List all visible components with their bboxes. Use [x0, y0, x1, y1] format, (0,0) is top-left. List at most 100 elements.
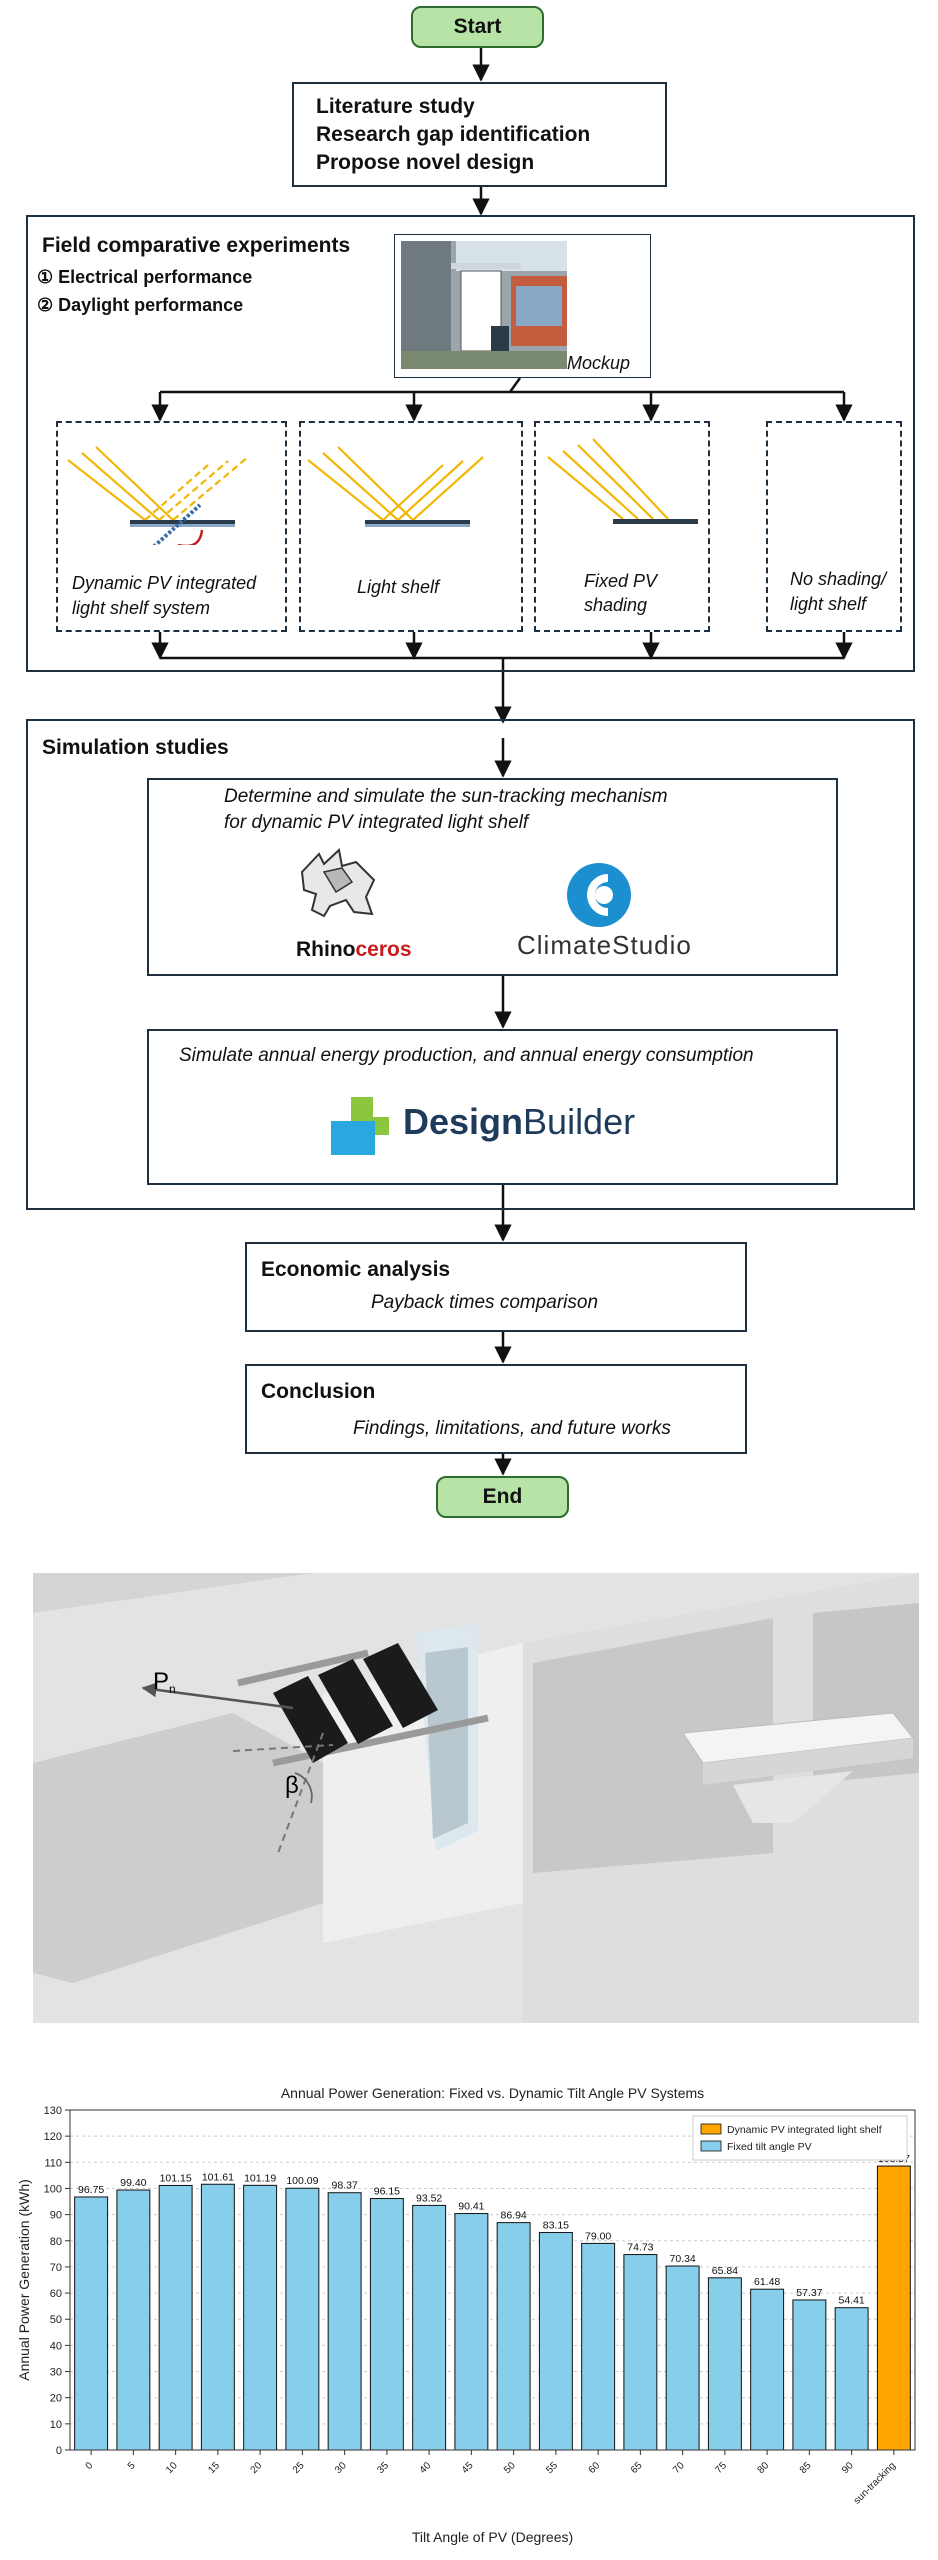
electrical-performance-item: ① Electrical performance — [37, 267, 253, 287]
y-axis-label: Annual Power Generation (kWh) — [16, 2179, 32, 2381]
bar-value-label: 70.34 — [669, 2253, 695, 2265]
flow-connectors — [151, 48, 853, 1476]
simulation-section — [26, 719, 915, 1210]
x-axis-label: Tilt Angle of PV (Degrees) — [412, 2529, 573, 2545]
conclusion-title: Conclusion — [261, 1380, 376, 1403]
bar-value-label: 99.40 — [120, 2177, 146, 2189]
plot-frame — [69, 2109, 916, 2451]
bar — [327, 2192, 362, 2451]
case-label: Light shelf — [357, 577, 440, 597]
x-tick-label: 10 — [164, 2460, 180, 2476]
x-tick-label: 20 — [249, 2460, 265, 2476]
bar — [454, 2213, 489, 2451]
case-label: Fixed PV shading — [584, 571, 658, 615]
sun-tracking-text: for dynamic PV integrated light shelf — [224, 812, 529, 833]
energy-simulation-box: Simulate annual energy production, and a… — [147, 1029, 838, 1185]
beta-angle-label: β — [285, 1772, 299, 1799]
case-no-shading: No shading/ light shelf — [766, 421, 902, 632]
x-tick-label: 50 — [502, 2460, 518, 2476]
sun-tracking-box: Determine and simulate the sun-tracking … — [147, 778, 838, 976]
case-label: light shelf — [790, 594, 867, 614]
y-tick-label: 50 — [50, 2314, 62, 2326]
case-fixed-pv: Fixed PV shading — [534, 421, 710, 632]
economic-analysis-step: Economic analysis Payback times comparis… — [245, 1242, 747, 1332]
climatestudio-logo-text: ClimateStudio — [517, 930, 692, 960]
climatestudio-logo-icon — [567, 863, 631, 927]
case-label: Dynamic PV integrated — [72, 573, 257, 593]
bar — [707, 2277, 742, 2451]
start-node: Start — [411, 6, 544, 48]
bar — [496, 2222, 531, 2451]
bar — [792, 2299, 827, 2451]
case-light-shelf: Light shelf — [299, 421, 523, 632]
annual-power-chart: Annual Power Generation: Fixed vs. Dynam… — [16, 2085, 916, 2545]
chart-title: Annual Power Generation: Fixed vs. Dynam… — [281, 2085, 704, 2101]
bar-value-label: 101.61 — [202, 2171, 234, 2183]
legend-swatch — [700, 2140, 722, 2152]
bar — [369, 2198, 404, 2451]
x-tick-label: 70 — [671, 2460, 687, 2476]
y-tick-label: 70 — [50, 2262, 62, 2274]
legend-label: Dynamic PV integrated light shelf — [727, 2124, 882, 2136]
x-tick-label: 60 — [587, 2460, 603, 2476]
bar — [412, 2204, 447, 2451]
bar — [581, 2242, 616, 2451]
bar-value-label: 96.75 — [78, 2184, 104, 2196]
step-line: Literature study — [316, 95, 475, 118]
dynamic-pv-render: Pn β — [33, 1573, 919, 2023]
bar-value-label: 90.41 — [458, 2201, 484, 2213]
field-experiments-section — [26, 215, 915, 672]
x-tick-label: 35 — [375, 2460, 391, 2476]
economic-subtitle: Payback times comparison — [371, 1292, 599, 1313]
x-tick-label: 0 — [84, 2460, 96, 2472]
bar-value-label: 96.15 — [374, 2186, 400, 2198]
y-tick-label: 20 — [50, 2393, 62, 2405]
conclusion-step: Conclusion Findings, limitations, and fu… — [245, 1364, 747, 1454]
dynamic-pv-sun-diagram — [67, 446, 249, 545]
y-tick-label: 60 — [50, 2288, 62, 2300]
rhinoceros-logo-text: Rhinoceros — [296, 938, 412, 961]
bar — [116, 2189, 151, 2451]
bar — [876, 2165, 911, 2451]
step-line: Research gap identification — [316, 123, 591, 146]
bar — [623, 2254, 658, 2451]
fixed-pv-sun-diagram — [547, 438, 698, 524]
legend-swatch — [700, 2123, 722, 2135]
x-tick-label: 55 — [544, 2460, 560, 2476]
x-tick-label: sun-tracking — [852, 2460, 898, 2506]
bar-value-label: 74.73 — [627, 2242, 653, 2254]
bar-value-label: 57.37 — [796, 2287, 822, 2299]
mockup-label: Mockup — [567, 353, 631, 373]
bar — [200, 2183, 235, 2451]
bar-value-label: 86.94 — [500, 2210, 526, 2222]
bar-value-label: 98.37 — [331, 2180, 357, 2192]
x-tick-label: 5 — [126, 2460, 138, 2472]
designbuilder-logo-icon — [331, 1097, 389, 1155]
mockup-photo — [401, 241, 567, 369]
y-tick-label: 90 — [50, 2210, 62, 2222]
sun-tracking-text: Determine and simulate the sun-tracking … — [224, 786, 668, 807]
bar — [285, 2187, 320, 2451]
step-line: Propose novel design — [316, 151, 535, 174]
conclusion-subtitle: Findings, limitations, and future works — [353, 1418, 671, 1439]
x-tick-label: 15 — [206, 2460, 222, 2476]
bar-value-label: 61.48 — [754, 2276, 780, 2288]
y-tick-label: 30 — [50, 2367, 62, 2379]
bar — [74, 2196, 109, 2451]
mockup-photo-frame: Mockup — [394, 234, 651, 378]
bar — [750, 2288, 785, 2451]
bar-value-label: 65.84 — [712, 2265, 738, 2277]
legend-label: Fixed tilt angle PV — [727, 2141, 812, 2153]
y-tick-label: 120 — [44, 2131, 62, 2143]
simulation-title: Simulation studies — [42, 736, 229, 759]
bar-value-label: 100.09 — [286, 2175, 318, 2187]
daylight-performance-item: ② Daylight performance — [37, 295, 244, 315]
economic-title: Economic analysis — [261, 1258, 451, 1281]
x-tick-label: 80 — [756, 2460, 772, 2476]
bar-value-label: 101.15 — [160, 2172, 192, 2184]
case-dynamic-pv: Dynamic PV integrated light shelf system — [56, 421, 287, 632]
x-tick-label: 25 — [291, 2460, 307, 2476]
x-tick-label: 65 — [629, 2460, 645, 2476]
energy-simulation-text: Simulate annual energy production, and a… — [179, 1045, 754, 1066]
bar — [243, 2184, 278, 2451]
